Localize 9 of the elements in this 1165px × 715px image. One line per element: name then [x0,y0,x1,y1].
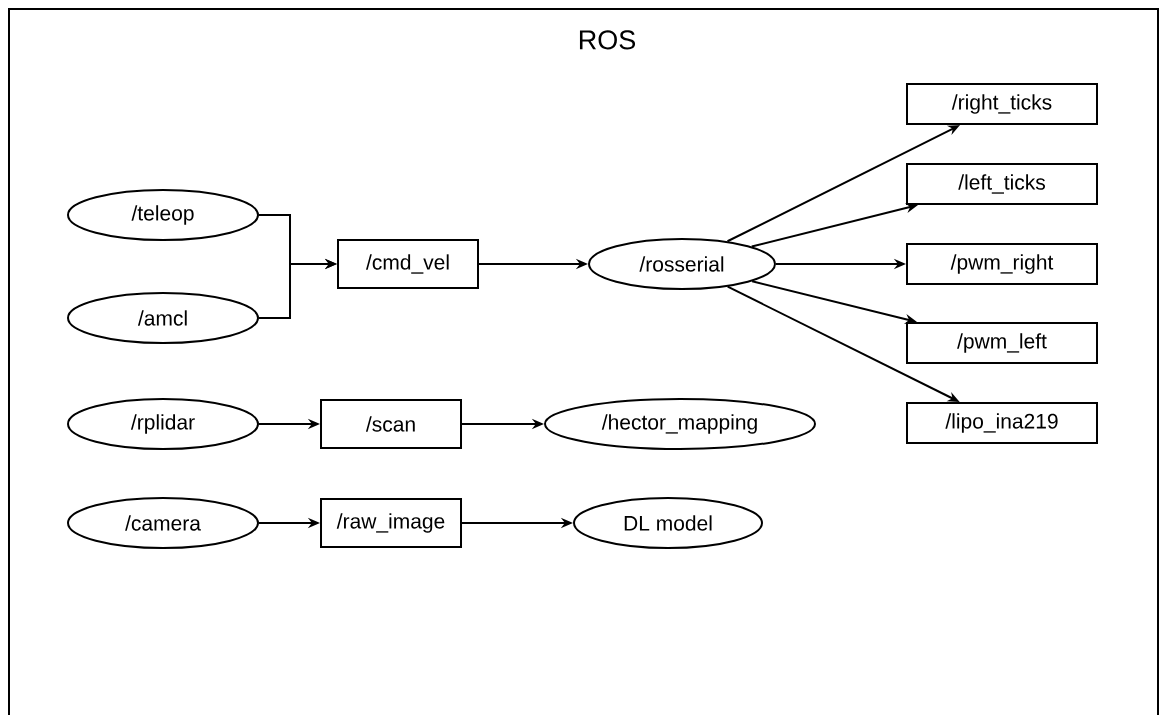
topic-box: /left_ticks [906,163,1098,205]
topic-box: /raw_image [320,498,462,548]
topic-box: /scan [320,399,462,449]
topic-box: /right_ticks [906,83,1098,125]
topic-box: /pwm_right [906,243,1098,285]
topic-box: /lipo_ina219 [906,402,1098,444]
node-label: ROS [579,30,636,50]
topic-box: /cmd_vel [337,239,479,289]
topic-box: /pwm_left [906,322,1098,364]
